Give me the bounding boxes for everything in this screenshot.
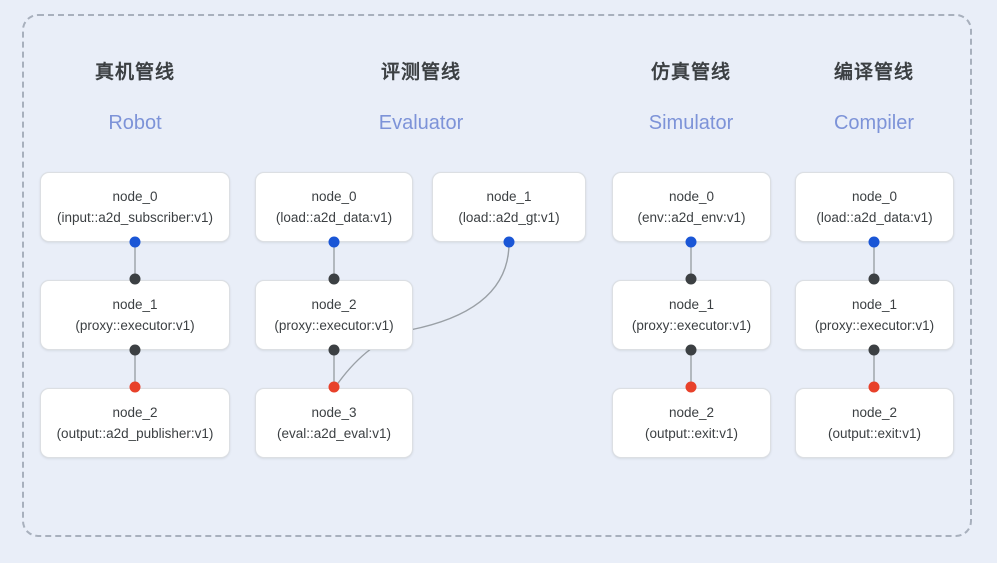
node-subtitle: (load::a2d_gt:v1) <box>458 210 560 225</box>
node-evaluator-1[interactable]: node_1 (load::a2d_gt:v1) <box>432 172 586 242</box>
node-subtitle: (load::a2d_data:v1) <box>816 210 933 225</box>
column-header-compiler: 编译管线 Compiler <box>779 62 969 135</box>
column-header-robot: 真机管线 Robot <box>40 62 230 135</box>
dashed-boundary-frame <box>22 14 972 537</box>
column-title-en-simulator: Simulator <box>648 112 734 134</box>
node-title: node_0 <box>311 189 357 204</box>
column-title-en-evaluator: Evaluator <box>378 112 464 134</box>
node-evaluator-3[interactable]: node_3 (eval::a2d_eval:v1) <box>255 388 413 458</box>
node-title: node_0 <box>112 189 158 204</box>
column-header-simulator: 仿真管线 Simulator <box>596 62 786 135</box>
node-evaluator-2[interactable]: node_2 (proxy::executor:v1) <box>255 280 413 350</box>
node-title: node_1 <box>112 297 158 312</box>
node-robot-1[interactable]: node_1 (proxy::executor:v1) <box>40 280 230 350</box>
node-simulator-1[interactable]: node_1 (proxy::executor:v1) <box>612 280 771 350</box>
node-robot-0[interactable]: node_0 (input::a2d_subscriber:v1) <box>40 172 230 242</box>
node-subtitle: (load::a2d_data:v1) <box>275 210 393 225</box>
node-subtitle: (proxy::executor:v1) <box>814 318 935 333</box>
node-subtitle: (output::a2d_publisher:v1) <box>56 426 214 441</box>
node-title: node_0 <box>668 189 715 204</box>
node-title: node_0 <box>851 189 898 204</box>
node-title: node_2 <box>668 405 715 420</box>
node-title: node_1 <box>851 297 898 312</box>
node-subtitle: (output::exit:v1) <box>827 426 922 441</box>
node-subtitle: (proxy::executor:v1) <box>75 318 195 333</box>
node-simulator-2[interactable]: node_2 (output::exit:v1) <box>612 388 771 458</box>
node-title: node_1 <box>486 189 532 204</box>
column-title-en-compiler: Compiler <box>833 112 915 134</box>
column-header-evaluator: 评测管线 Evaluator <box>326 62 516 135</box>
node-subtitle: (output::exit:v1) <box>644 426 739 441</box>
node-compiler-0[interactable]: node_0 (load::a2d_data:v1) <box>795 172 954 242</box>
node-subtitle: (eval::a2d_eval:v1) <box>276 426 392 441</box>
node-title: node_2 <box>112 405 158 420</box>
column-title-cn-evaluator: 评测管线 <box>380 62 461 83</box>
node-simulator-0[interactable]: node_0 (env::a2d_env:v1) <box>612 172 771 242</box>
node-title: node_2 <box>311 297 357 312</box>
node-title: node_3 <box>311 405 357 420</box>
column-title-en-robot: Robot <box>108 112 162 134</box>
node-subtitle: (proxy::executor:v1) <box>631 318 752 333</box>
node-compiler-1[interactable]: node_1 (proxy::executor:v1) <box>795 280 954 350</box>
node-subtitle: (input::a2d_subscriber:v1) <box>56 210 214 225</box>
node-evaluator-0[interactable]: node_0 (load::a2d_data:v1) <box>255 172 413 242</box>
node-subtitle: (env::a2d_env:v1) <box>637 210 746 225</box>
column-title-cn-compiler: 编译管线 <box>833 62 914 83</box>
column-title-cn-robot: 真机管线 <box>94 62 175 83</box>
node-title: node_2 <box>851 405 898 420</box>
node-robot-2[interactable]: node_2 (output::a2d_publisher:v1) <box>40 388 230 458</box>
node-subtitle: (proxy::executor:v1) <box>274 318 394 333</box>
column-title-cn-simulator: 仿真管线 <box>650 62 731 83</box>
node-title: node_1 <box>668 297 715 312</box>
node-compiler-2[interactable]: node_2 (output::exit:v1) <box>795 388 954 458</box>
